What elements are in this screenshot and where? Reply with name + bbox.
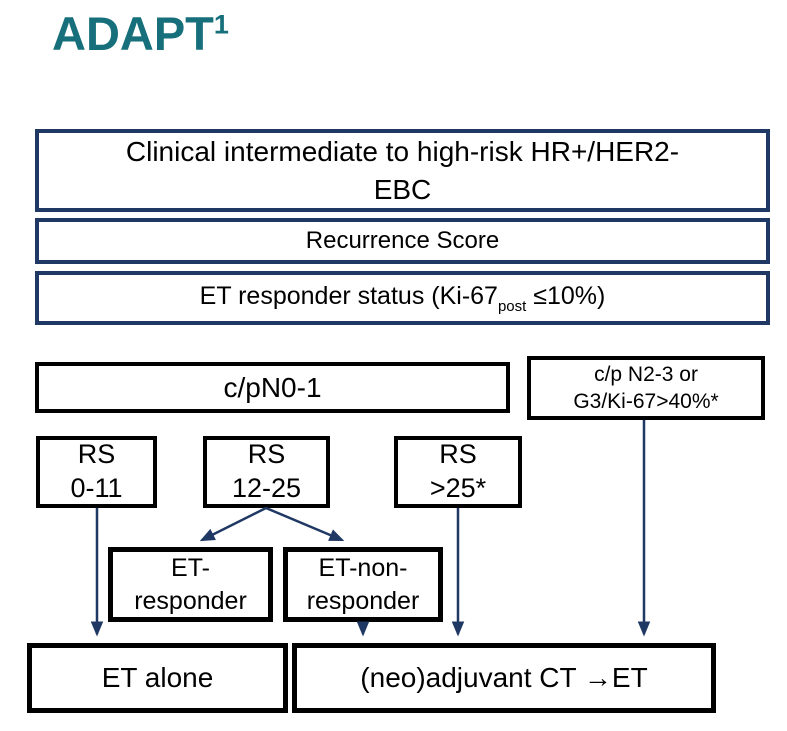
node-rs-gt25-line1: RS bbox=[439, 439, 477, 470]
page-title-text: ADAPT bbox=[52, 7, 214, 60]
node-et-non-responder-line1: ET-non- bbox=[318, 554, 408, 582]
recurrence-score-label: Recurrence Score bbox=[305, 227, 500, 254]
node-et-responder-line1: ET- bbox=[171, 554, 210, 582]
node-rs-0-11-line2: 0-11 bbox=[70, 473, 123, 503]
node-cpn0-1: c/pN0-1 bbox=[35, 362, 510, 413]
arrow-rs-12-25-to-et-responder bbox=[199, 506, 267, 542]
page-title: ADAPT1 bbox=[52, 8, 229, 60]
node-rs-12-25-line2: 12-25 bbox=[231, 473, 302, 503]
node-rs-gt25-line2: >25* bbox=[429, 473, 487, 503]
page-title-reference-superscript: 1 bbox=[213, 9, 229, 40]
recurrence-score-box: Recurrence Score bbox=[35, 218, 770, 264]
status-subscript-post: post bbox=[497, 297, 527, 315]
node-et-responder-line2: responder bbox=[134, 586, 247, 615]
status-text-suffix: ≤10%) bbox=[526, 281, 606, 310]
outcome-et-alone-label: ET alone bbox=[101, 662, 214, 693]
et-responder-status-box: ET responder status (Ki-67post ≤10%) bbox=[35, 271, 770, 325]
node-cpn2-3-line2: G3/Ki-67>40%* bbox=[573, 390, 719, 413]
clinical-population-line2: EBC bbox=[373, 173, 432, 205]
status-text-prefix: ET responder status (Ki-67 bbox=[199, 281, 498, 310]
arrow-rs-12-25-to-et-non-responder bbox=[265, 506, 345, 542]
node-et-non-responder-line2: responder bbox=[306, 586, 420, 615]
node-et-non-responder: ET-non- responder bbox=[283, 547, 443, 622]
node-et-responder: ET- responder bbox=[108, 547, 273, 622]
clinical-population-line1: Clinical intermediate to high-risk HR+/H… bbox=[125, 135, 680, 167]
node-rs-0-11: RS 0-11 bbox=[36, 436, 157, 508]
node-rs-12-25: RS 12-25 bbox=[203, 436, 330, 508]
node-rs-gt25: RS >25* bbox=[394, 436, 522, 508]
et-responder-status-label: ET responder status (Ki-67post ≤10%) bbox=[200, 282, 606, 315]
node-cpn2-3: c/p N2-3 or G3/Ki-67>40%* bbox=[527, 356, 765, 420]
clinical-population-box: Clinical intermediate to high-risk HR+/H… bbox=[35, 129, 770, 212]
node-cpn0-1-label: c/pN0-1 bbox=[223, 371, 322, 403]
node-rs-0-11-line1: RS bbox=[77, 439, 116, 470]
outcome-neoadjuvant-ct-box: (neo)adjuvant CT →ET bbox=[292, 643, 716, 713]
node-rs-12-25-line1: RS bbox=[247, 439, 286, 470]
outcome-et-alone-box: ET alone bbox=[27, 643, 288, 713]
outcome-neoadjuvant-ct-label: (neo)adjuvant CT →ET bbox=[360, 662, 648, 693]
node-cpn2-3-line1: c/p N2-3 or bbox=[594, 362, 698, 386]
